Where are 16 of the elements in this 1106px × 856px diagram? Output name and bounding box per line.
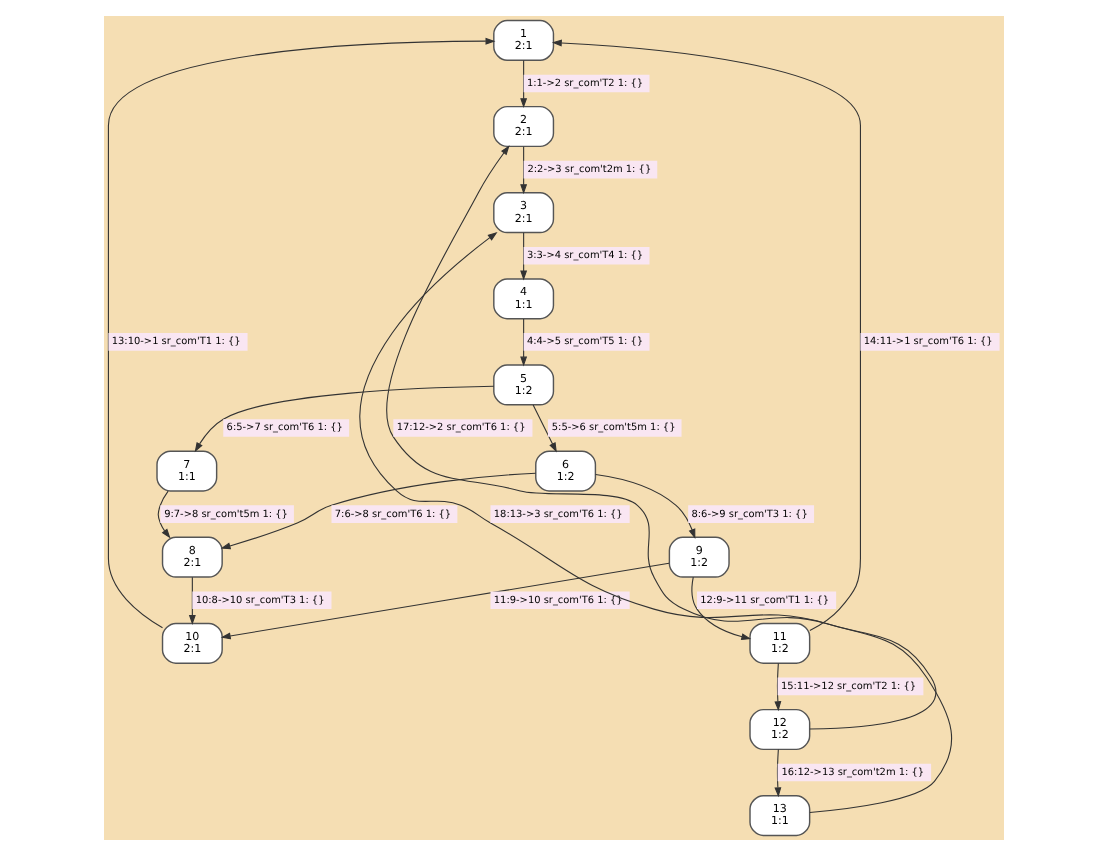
arrow xyxy=(219,562,669,640)
arrow xyxy=(773,748,781,798)
arrow xyxy=(550,39,860,632)
arrow xyxy=(519,60,527,109)
arrow xyxy=(690,576,751,641)
arrow xyxy=(193,385,494,453)
arrow xyxy=(594,473,695,539)
arrow xyxy=(219,472,536,550)
arrow xyxy=(519,146,527,195)
arrow xyxy=(773,662,781,712)
arrow xyxy=(156,490,170,539)
arrow xyxy=(385,145,936,730)
arrow xyxy=(519,232,527,281)
arrow xyxy=(531,404,556,453)
arrow xyxy=(358,231,952,813)
arrow xyxy=(519,318,527,367)
